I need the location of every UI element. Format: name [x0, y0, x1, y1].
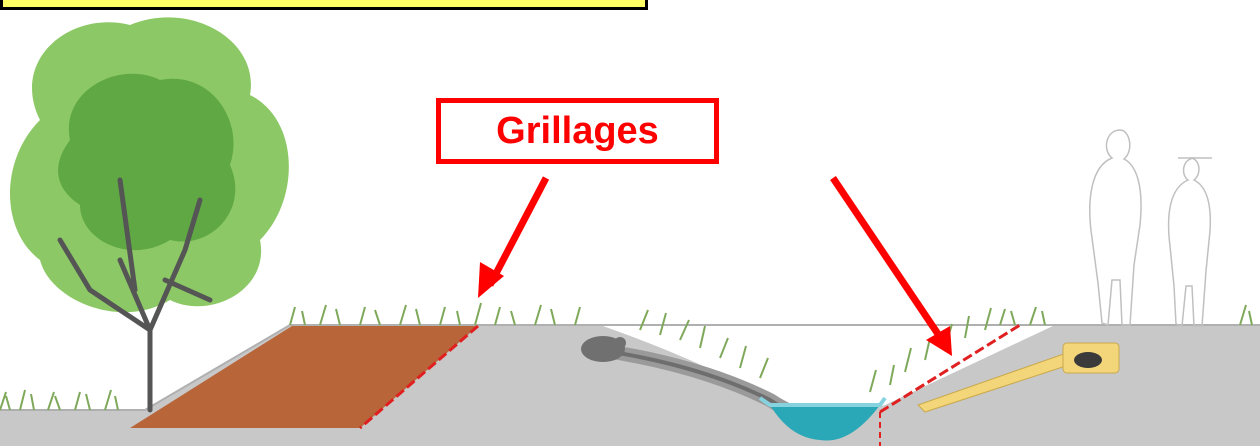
people-icon — [1090, 130, 1212, 326]
label-box: Grillages — [436, 98, 719, 164]
arrow-left-line — [490, 178, 546, 285]
arrow-right-line — [833, 178, 942, 340]
beaver-head — [614, 337, 626, 349]
label-text: Grillages — [496, 110, 659, 153]
beaver-icon-chamber — [1074, 352, 1102, 368]
